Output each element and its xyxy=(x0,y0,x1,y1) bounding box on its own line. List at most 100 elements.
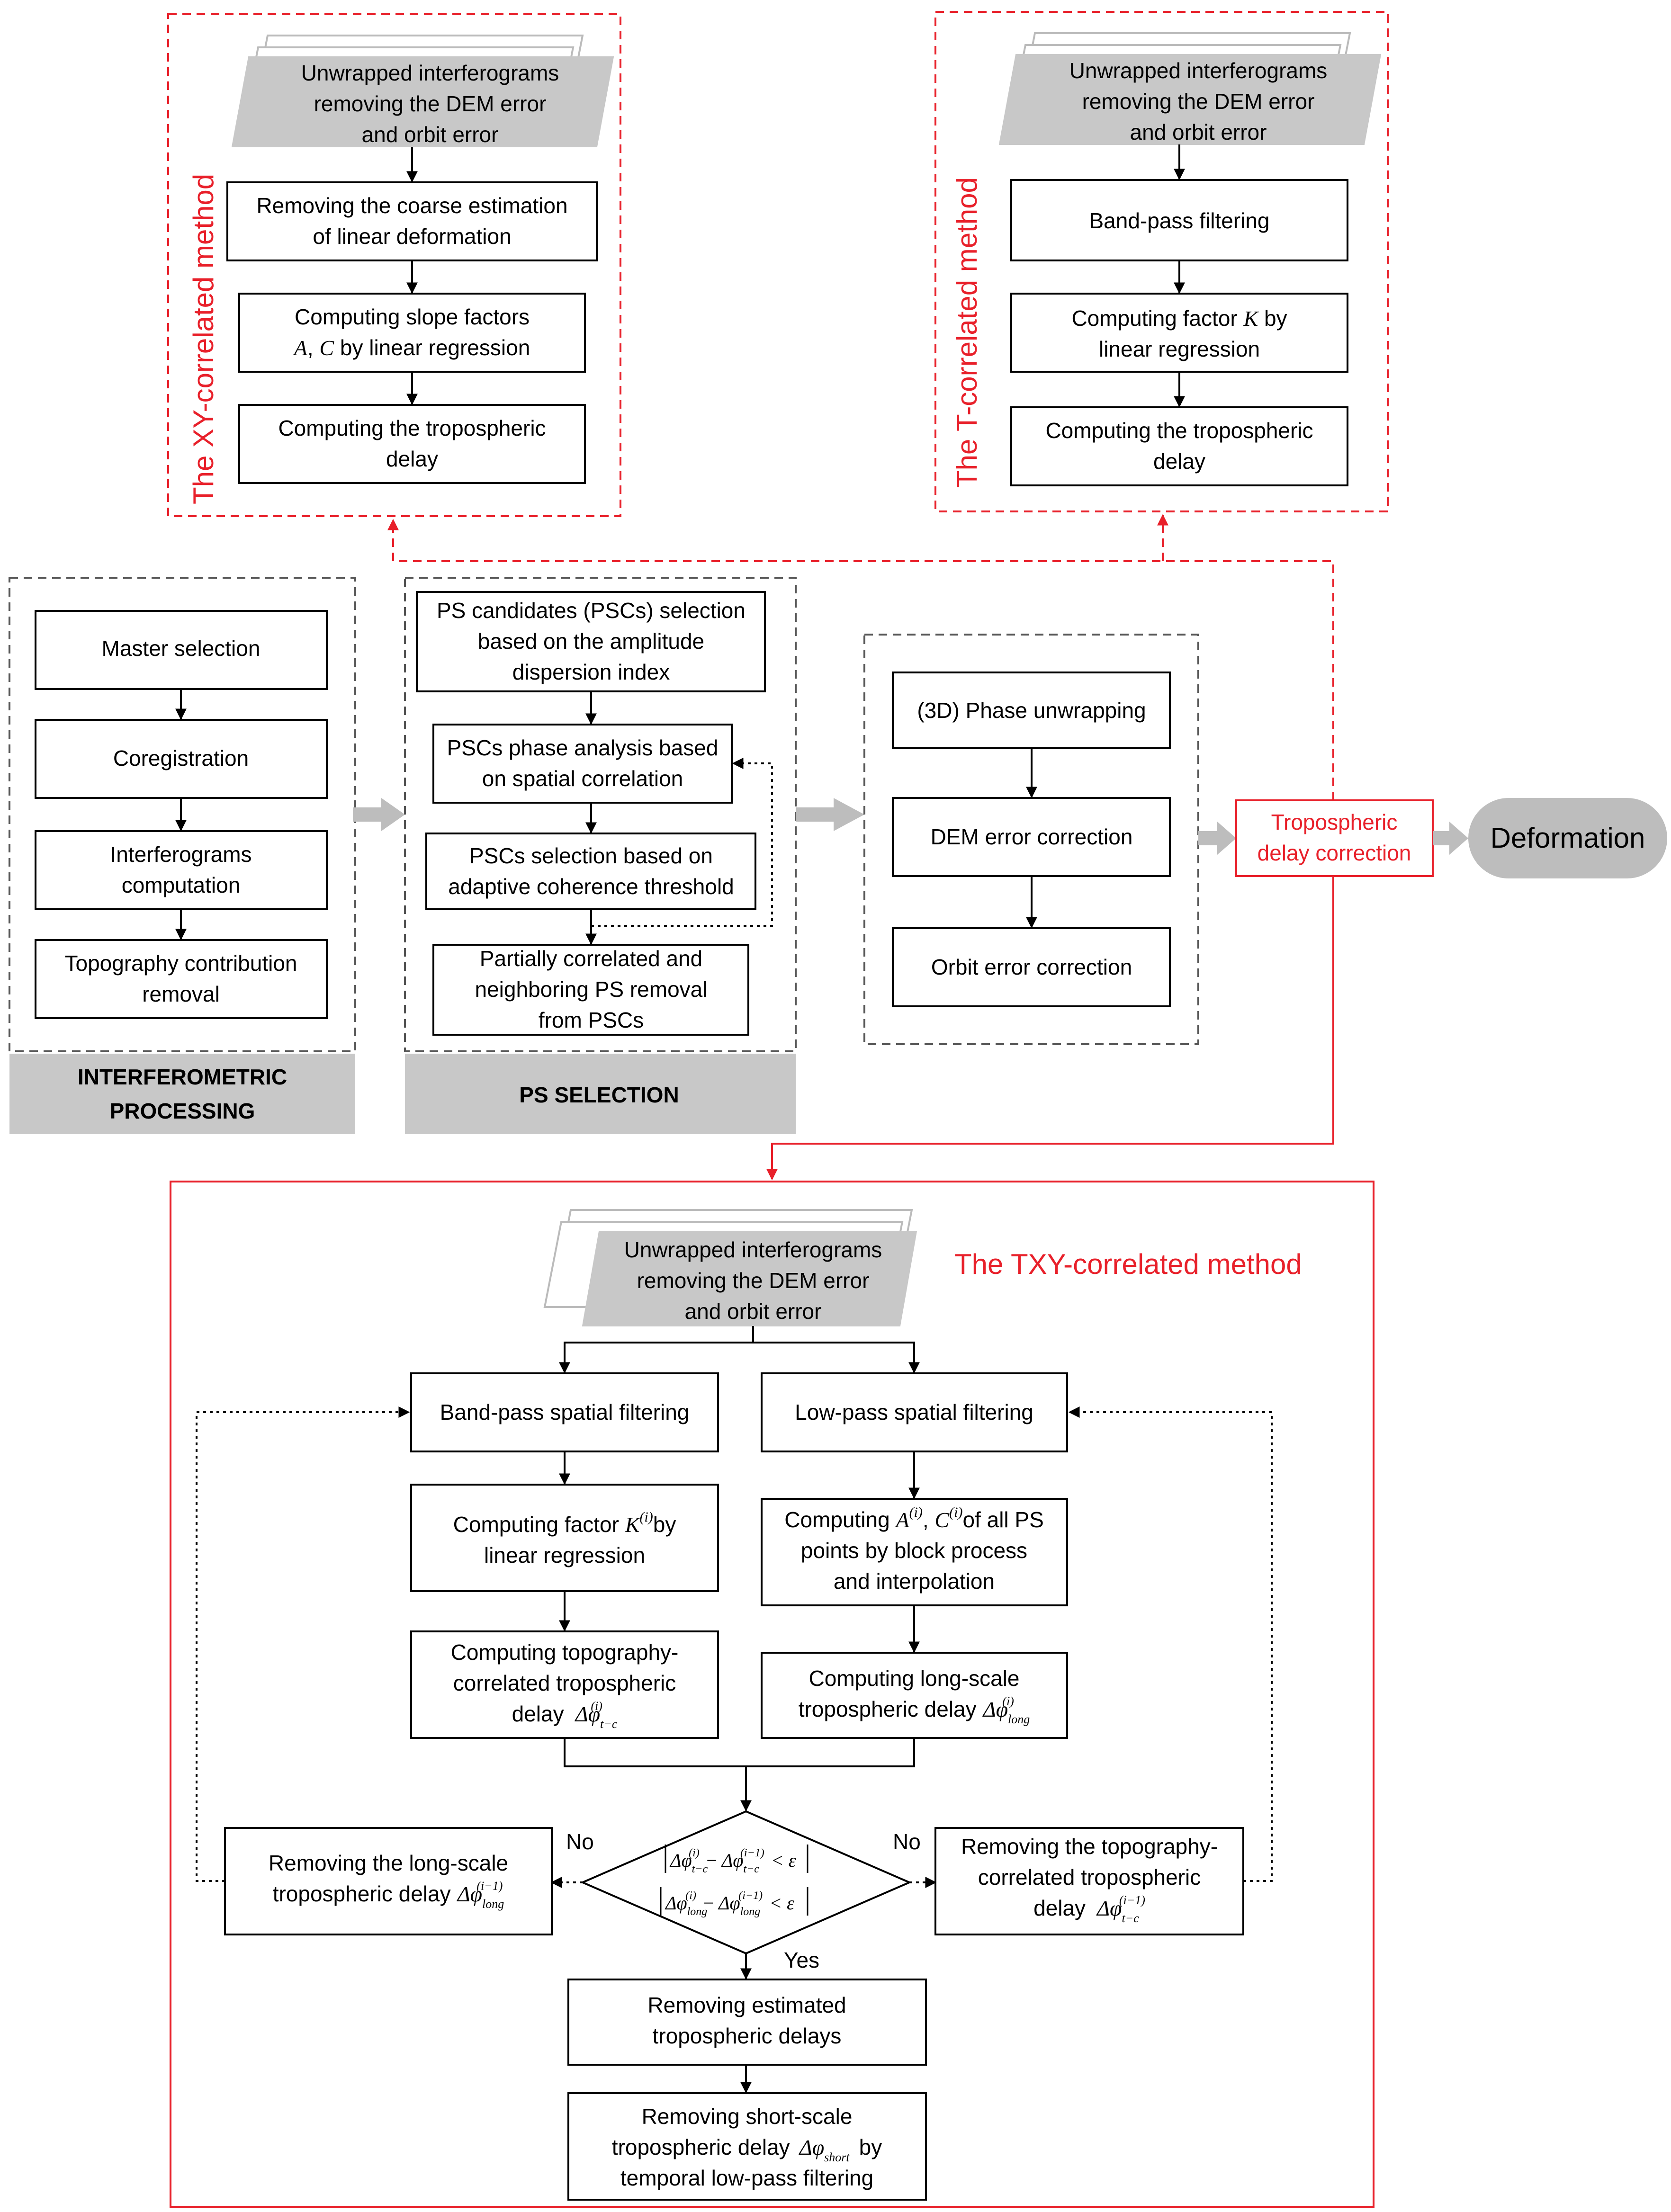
xy-step3-line2: delay xyxy=(386,447,438,471)
xy-method-title: The XY-correlated method xyxy=(188,174,219,504)
interferometric-label-line1: INTERFEROMETRIC xyxy=(78,1065,287,1089)
topo-delay-box[interactable] xyxy=(410,1630,719,1739)
bandpass-spatial-label: Band-pass spatial filtering xyxy=(440,1400,690,1424)
txy-method-title: The TXY-correlated method xyxy=(954,1248,1302,1280)
red-connector-txy xyxy=(766,876,1334,1181)
interferometric-label-bar xyxy=(9,1054,355,1134)
topo-delay-line2: correlated tropospheric xyxy=(453,1671,676,1695)
left-feedback-loop xyxy=(196,1406,410,1882)
factor-k-box[interactable] xyxy=(410,1484,719,1592)
dem-error-label: DEM error correction xyxy=(931,824,1133,849)
dem-error-box[interactable] xyxy=(892,797,1171,877)
xy-step2-line2: A, C by linear regression xyxy=(293,335,530,360)
psc-selection-line1: PS candidates (PSCs) selection xyxy=(437,598,746,623)
psc-phase-analysis-line1: PSCs phase analysis based xyxy=(447,735,719,760)
convergence-condition: Δφt−c(i)−Δφt−c(i−1)< ε Δφlong(i)−Δφlong(… xyxy=(660,1845,809,1918)
psc-selection-box[interactable] xyxy=(416,591,766,692)
xy-step1-line2: of linear deformation xyxy=(313,224,511,249)
xy-step3-line1: Computing the tropospheric xyxy=(278,416,546,440)
block-process-line2: points by block process xyxy=(801,1538,1027,1563)
xy-step2-line1: Computing slope factors xyxy=(295,304,530,329)
remove-topo-box[interactable] xyxy=(934,1827,1244,1935)
interferometric-label-line2: PROCESSING xyxy=(110,1099,255,1123)
gray-arrow-3 xyxy=(1198,822,1236,855)
factor-k-line2: linear regression xyxy=(484,1543,645,1567)
psc-selection-line2: based on the amplitude xyxy=(478,629,704,654)
xy-input-stack xyxy=(231,35,614,147)
phase-unwrapping-label: (3D) Phase unwrapping xyxy=(917,698,1146,723)
psc-phase-analysis-box[interactable] xyxy=(432,724,733,804)
remove-estimated-line2: tropospheric delays xyxy=(653,2024,842,2048)
t-step1-label: Band-pass filtering xyxy=(1089,208,1270,233)
t-input-stack xyxy=(998,32,1382,145)
txy-input-line3: and orbit error xyxy=(685,1299,822,1324)
svg-text:Δφlong(i)−Δφlong(i−1)< ε: Δφlong(i)−Δφlong(i−1)< ε xyxy=(665,1890,794,1918)
bandpass-spatial-box[interactable] xyxy=(410,1372,719,1452)
deformation-label: Deformation xyxy=(1491,822,1645,854)
gray-arrow-1 xyxy=(353,798,405,831)
merge-line xyxy=(564,1738,915,1767)
txy-method-frame xyxy=(170,1181,1375,2208)
gray-arrow-4 xyxy=(1433,822,1468,855)
ps-removal-line3: from PSCs xyxy=(539,1008,644,1032)
t-input-line2: removing the DEM error xyxy=(1082,89,1315,114)
t-step3-line1: Computing the tropospheric xyxy=(1045,418,1313,443)
xy-input-line2: removing the DEM error xyxy=(314,91,547,116)
t-method-title: The T-correlated method xyxy=(951,177,983,488)
convergence-decision[interactable] xyxy=(580,1810,912,1955)
phase-unwrapping-box[interactable] xyxy=(892,672,1171,749)
deformation-terminal[interactable] xyxy=(1468,798,1667,878)
block-process-box[interactable] xyxy=(761,1498,1068,1606)
remove-short-scale-line1: Removing short-scale xyxy=(642,2104,853,2129)
remove-topo-line2: correlated tropospheric xyxy=(978,1865,1201,1890)
tropo-correction-box[interactable] xyxy=(1235,799,1434,877)
xy-method-frame xyxy=(167,13,621,517)
interferograms-computation-line2: computation xyxy=(122,873,241,897)
ps-selection-label: PS SELECTION xyxy=(519,1083,679,1107)
txy-input-stack xyxy=(543,1209,917,1326)
ps-removal-box[interactable] xyxy=(432,944,749,1036)
long-scale-box[interactable] xyxy=(761,1652,1068,1739)
block-process-line1: Computing A(i), C(i)of all PS xyxy=(784,1505,1044,1532)
interferograms-computation-box[interactable] xyxy=(35,830,328,910)
xy-input-line1: Unwrapped interferograms xyxy=(301,61,559,85)
coregistration-label: Coregistration xyxy=(113,746,249,770)
gray-arrow-2 xyxy=(796,798,864,831)
t-step3-box[interactable] xyxy=(1010,406,1348,486)
t-step2-line1: Computing factor K by xyxy=(1071,306,1287,331)
coregistration-box[interactable] xyxy=(35,719,328,799)
master-selection-box[interactable] xyxy=(35,610,328,690)
orbit-error-label: Orbit error correction xyxy=(931,955,1132,979)
psc-phase-analysis-line2: on spatial correlation xyxy=(482,766,683,791)
remove-topo-line1: Removing the topography- xyxy=(961,1834,1218,1859)
psc-coherence-line1: PSCs selection based on xyxy=(469,843,713,868)
t-step2-box[interactable] xyxy=(1010,293,1348,373)
t-method-frame xyxy=(934,11,1389,512)
t-step1-box[interactable] xyxy=(1010,179,1348,261)
topography-removal-line1: Topography contribution xyxy=(65,951,297,976)
ps-removal-line2: neighboring PS removal xyxy=(475,977,708,1002)
tropo-correction-line2: delay correction xyxy=(1258,841,1411,865)
orbit-error-box[interactable] xyxy=(892,927,1171,1007)
remove-estimated-line1: Removing estimated xyxy=(647,1993,846,2017)
lowpass-spatial-box[interactable] xyxy=(761,1372,1068,1452)
xy-step1-line1: Removing the coarse estimation xyxy=(256,193,567,218)
factor-k-line1: Computing factor K(i)by xyxy=(453,1509,676,1537)
topography-removal-box[interactable] xyxy=(35,939,328,1019)
remove-short-scale-line3: temporal low-pass filtering xyxy=(620,2166,873,2190)
no-right-label: No xyxy=(893,1829,921,1854)
right-feedback-loop xyxy=(1068,1406,1273,1882)
xy-step3-box[interactable] xyxy=(238,404,586,484)
remove-short-scale-box[interactable] xyxy=(567,2092,927,2201)
psc-coherence-box[interactable] xyxy=(425,833,756,910)
t-step2-line2: linear regression xyxy=(1099,337,1260,361)
remove-estimated-box[interactable] xyxy=(567,1979,927,2066)
ps-removal-line1: Partially correlated and xyxy=(480,946,702,971)
t-input-line1: Unwrapped interferograms xyxy=(1069,58,1328,83)
yes-label: Yes xyxy=(784,1948,819,1972)
topo-delay-line1: Computing topography- xyxy=(451,1640,679,1665)
xy-step2-box[interactable] xyxy=(238,293,586,373)
